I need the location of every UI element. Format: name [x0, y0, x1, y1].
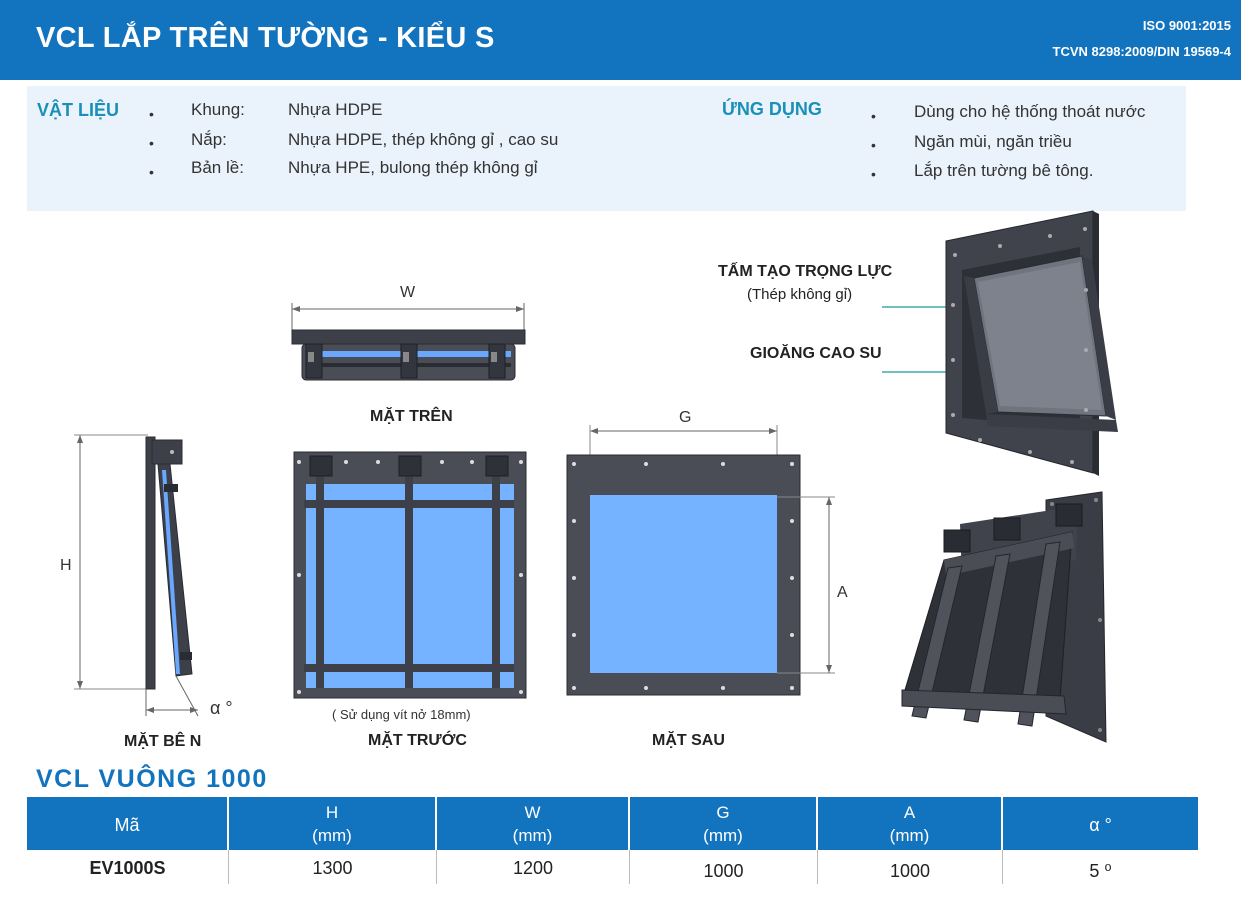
page-title: VCL LẮP TRÊN TƯỜNG - KIỂU S	[36, 22, 495, 54]
top-view-caption: MẶT TRÊN	[370, 408, 453, 425]
application-item: Ngăn mùi, ngăn triều	[914, 132, 1072, 151]
cell-h: 1300	[229, 850, 437, 884]
application-item: Lắp trên tường bê tông.	[914, 161, 1094, 180]
side-view-caption: MẶT BÊ N	[124, 733, 202, 750]
plate-callout-title: TẤM TẠO TRỌNG LỰC	[718, 263, 893, 280]
header-label: α °	[1089, 815, 1112, 835]
info-panel: VẬT LIỆU • Khung: Nhựa HDPE • Nắp: Nhựa …	[27, 86, 1186, 211]
cell-g: 1000	[630, 850, 818, 884]
header-label: Mã	[114, 815, 140, 835]
table-header-code: Mã	[27, 797, 229, 850]
header-unit: (mm)	[512, 826, 553, 845]
materials-label: VẬT LIỆU	[37, 100, 120, 120]
header-label: G	[716, 803, 730, 822]
header-label: H	[325, 803, 339, 822]
dimension-g-label: G	[679, 409, 692, 426]
dimension-h-label: H	[60, 557, 72, 574]
table-title: VCL VUÔNG 1000	[36, 765, 268, 793]
bullet-2: •	[149, 135, 154, 151]
bullet-4: •	[871, 108, 876, 124]
plate-callout-sub: (Thép không gỉ)	[747, 286, 853, 303]
tcvn-standard: TCVN 8298:2009/DIN 19569-4	[1052, 44, 1232, 59]
cell-w: 1200	[437, 850, 630, 884]
material-value: Nhựa HPE, bulong thép không gỉ	[288, 158, 538, 177]
bullet-3: •	[149, 164, 154, 180]
page-header: VCL LẮP TRÊN TƯỜNG - KIỂU S ISO 9001:201…	[0, 0, 1241, 80]
header-unit: (mm)	[889, 826, 930, 845]
header-unit: (mm)	[312, 826, 352, 845]
material-value: Nhựa HDPE	[288, 100, 383, 119]
back-view-caption: MẶT SAU	[652, 732, 725, 749]
gasket-callout: GIOĂNG CAO SU	[750, 345, 882, 362]
header-label: A	[903, 803, 916, 822]
table-header-h: H (mm)	[229, 797, 437, 850]
cell-angle: 5 ⁰	[1089, 861, 1112, 881]
material-key: Nắp:	[191, 130, 227, 149]
header-label: W	[524, 803, 541, 822]
dimension-a-label: A	[837, 584, 848, 601]
material-value: Nhựa HDPE, thép không gỉ , cao su	[288, 130, 559, 149]
front-view-caption: MẶT TRƯỚC	[368, 732, 467, 749]
bullet-1: •	[149, 106, 154, 122]
bullet-5: •	[871, 137, 876, 153]
application-item: Dùng cho hệ thống thoát nước	[914, 102, 1146, 121]
dimension-w-label: W	[400, 284, 416, 301]
material-key: Khung:	[191, 100, 245, 119]
angle-label: α °	[210, 698, 233, 718]
front-view-note: ( Sử dụng vít nở 18mm)	[332, 707, 471, 722]
bullet-6: •	[871, 166, 876, 182]
applications-label: ỨNG DỤNG	[722, 99, 822, 119]
material-key: Bản lề:	[191, 158, 244, 177]
table-header-g: G (mm)	[630, 797, 818, 850]
table-header-w: W (mm)	[437, 797, 630, 850]
header-unit: (mm)	[703, 826, 743, 845]
table-header-a: A (mm)	[818, 797, 1003, 850]
cell-a: 1000	[818, 850, 1003, 884]
iso-standard: ISO 9001:2015	[1142, 18, 1231, 33]
cell-code: EV1000S	[27, 850, 229, 884]
table-header-angle: α °	[1003, 797, 1198, 850]
